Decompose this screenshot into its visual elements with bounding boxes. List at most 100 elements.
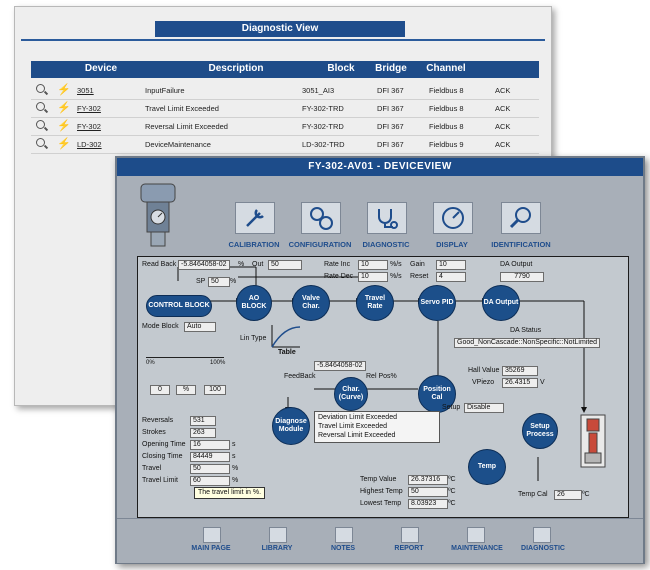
lin-type-label: Lin Type — [240, 335, 267, 342]
device-link[interactable]: FY-302 — [77, 122, 101, 131]
identification-label: IDENTIFICATION — [491, 240, 551, 249]
report-link[interactable]: REPORT — [394, 545, 424, 552]
ack-button[interactable]: ACK — [495, 122, 511, 131]
diagnostic-link[interactable]: DIAGNOSTIC — [521, 545, 565, 552]
rate-inc-label: Rate Inc — [324, 261, 351, 268]
da-output-node[interactable]: DA Output — [482, 285, 520, 321]
maintenance-link[interactable]: MAINTENANCE — [451, 545, 503, 552]
table-row[interactable]: ⚡ 3051 InputFailure 3051_AI3 DFI 367 Fie… — [31, 82, 539, 100]
stat-label: Closing Time — [142, 453, 183, 460]
magnifier-icon — [509, 207, 531, 229]
diagnostic-icon[interactable] — [533, 527, 551, 543]
device-link[interactable]: FY-302 — [77, 104, 101, 113]
ao-block-node[interactable]: AO BLOCK — [236, 285, 272, 321]
report-icon[interactable] — [401, 527, 419, 543]
row-block: LD-302-TRD — [302, 140, 345, 149]
configuration-label: CONFIGURATION — [288, 240, 352, 249]
valve-char-node[interactable]: Valve Char. — [292, 285, 330, 321]
library-link[interactable]: LIBRARY — [261, 545, 293, 552]
identification-button[interactable] — [501, 202, 541, 234]
column-header-device: Device — [84, 63, 118, 74]
ack-button[interactable]: ACK — [495, 104, 511, 113]
stat-value: 50 — [190, 464, 230, 474]
magnifier-icon[interactable] — [36, 84, 45, 93]
stat-unit: s — [232, 441, 236, 448]
calibration-button[interactable] — [235, 202, 275, 234]
diagnose-module-node[interactable]: Diagnose Module — [272, 407, 310, 445]
scale-max: 100% — [210, 360, 226, 366]
magnifier-icon[interactable] — [36, 138, 45, 147]
notes-link[interactable]: NOTES — [330, 545, 356, 552]
display-button[interactable] — [433, 202, 473, 234]
stat-unit: s — [232, 453, 236, 460]
row-bridge: DFI 367 — [377, 104, 404, 113]
alarm-item: Deviation Limit Exceeded — [318, 414, 397, 421]
title-divider — [21, 39, 545, 41]
rate-dec-value: 10 — [358, 272, 388, 282]
highest-temp-value: 50 — [408, 487, 448, 497]
setup-value: Disable — [464, 403, 504, 413]
temp-cal-value: 26 — [554, 490, 582, 500]
row-bridge: DFI 367 — [377, 86, 404, 95]
temp-value: 26.37316 — [408, 475, 448, 485]
table-row[interactable]: ⚡ FY-302 Travel Limit Exceeded FY-302-TR… — [31, 100, 539, 118]
device-link[interactable]: LD-302 — [77, 140, 102, 149]
feedback-value: -5.8464058-02 — [314, 361, 366, 371]
row-channel: Fieldbus 9 — [429, 140, 464, 149]
read-back-unit: % — [238, 261, 245, 268]
diagnostic-table-header: Device Description Block Bridge Channel — [31, 61, 539, 78]
lowest-temp-label: Lowest Temp — [360, 500, 402, 507]
read-back-label: Read Back — [142, 261, 177, 268]
tooltip: The travel limit in %. — [194, 487, 266, 499]
lin-type-curve-icon — [271, 325, 301, 348]
control-block-node[interactable]: CONTROL BLOCK — [146, 295, 212, 317]
rate-dec-label: Rate Dec — [324, 273, 354, 280]
ack-button[interactable]: ACK — [495, 86, 511, 95]
servo-pid-node[interactable]: Servo PID — [418, 285, 456, 321]
notes-icon[interactable] — [335, 527, 353, 543]
row-bridge: DFI 367 — [377, 140, 404, 149]
stat-label: Travel Limit — [142, 477, 178, 484]
device-link[interactable]: 3051 — [77, 86, 94, 95]
row-description: DeviceMaintenance — [145, 140, 211, 149]
ack-button[interactable]: ACK — [495, 140, 511, 149]
temp-node[interactable]: Temp — [468, 449, 506, 485]
calibration-label: CALIBRATION — [228, 240, 280, 249]
magnifier-icon[interactable] — [36, 102, 45, 111]
range-scale-line — [146, 357, 224, 358]
table-row[interactable]: ⚡ LD-302 DeviceMaintenance LD-302-TRD DF… — [31, 136, 539, 154]
da-output-label: DA Output — [500, 261, 533, 268]
maintenance-icon[interactable] — [467, 527, 485, 543]
configuration-button[interactable] — [301, 202, 341, 234]
alarm-item: Reversal Limit Exceeded — [318, 432, 396, 439]
stat-label: Strokes — [142, 429, 166, 436]
table-row[interactable]: ⚡ FY-302 Reversal Limit Exceeded FY-302-… — [31, 118, 539, 136]
gauge-icon — [442, 207, 464, 229]
char-curve-node[interactable]: Char. (Curve) — [334, 377, 368, 411]
scale-min: 0% — [146, 360, 155, 366]
travel-rate-node[interactable]: Travel Rate — [356, 285, 394, 321]
diagnostic-button[interactable] — [367, 202, 407, 234]
vpiezo-value: 26.4315 — [502, 378, 538, 388]
position-cal-node[interactable]: Position Cal — [418, 375, 456, 413]
column-header-block: Block — [327, 63, 355, 74]
feedback-label: FeedBack — [284, 373, 316, 380]
row-channel: Fieldbus 8 — [429, 122, 464, 131]
stat-value: 531 — [190, 416, 216, 426]
gain-value: 10 — [436, 260, 466, 270]
temp-value-label: Temp Value — [360, 476, 397, 483]
mode-block-value: Auto — [184, 322, 216, 332]
library-icon[interactable] — [269, 527, 287, 543]
out-value: 50 — [268, 260, 302, 270]
magnifier-icon[interactable] — [36, 120, 45, 129]
setup-process-node[interactable]: Setup Process — [522, 413, 558, 449]
main-page-icon[interactable] — [203, 527, 221, 543]
stat-value: 60 — [190, 476, 230, 486]
main-page-link[interactable]: MAIN PAGE — [191, 545, 231, 552]
lowest-temp-value: 8.03923 — [408, 499, 448, 509]
column-header-bridge: Bridge — [375, 63, 407, 74]
hall-value-label: Hall Value — [468, 367, 500, 374]
stat-value: 263 — [190, 428, 216, 438]
rel-pos-label: Rel Pos% — [366, 373, 397, 380]
range-low-value: 0 — [150, 385, 170, 395]
